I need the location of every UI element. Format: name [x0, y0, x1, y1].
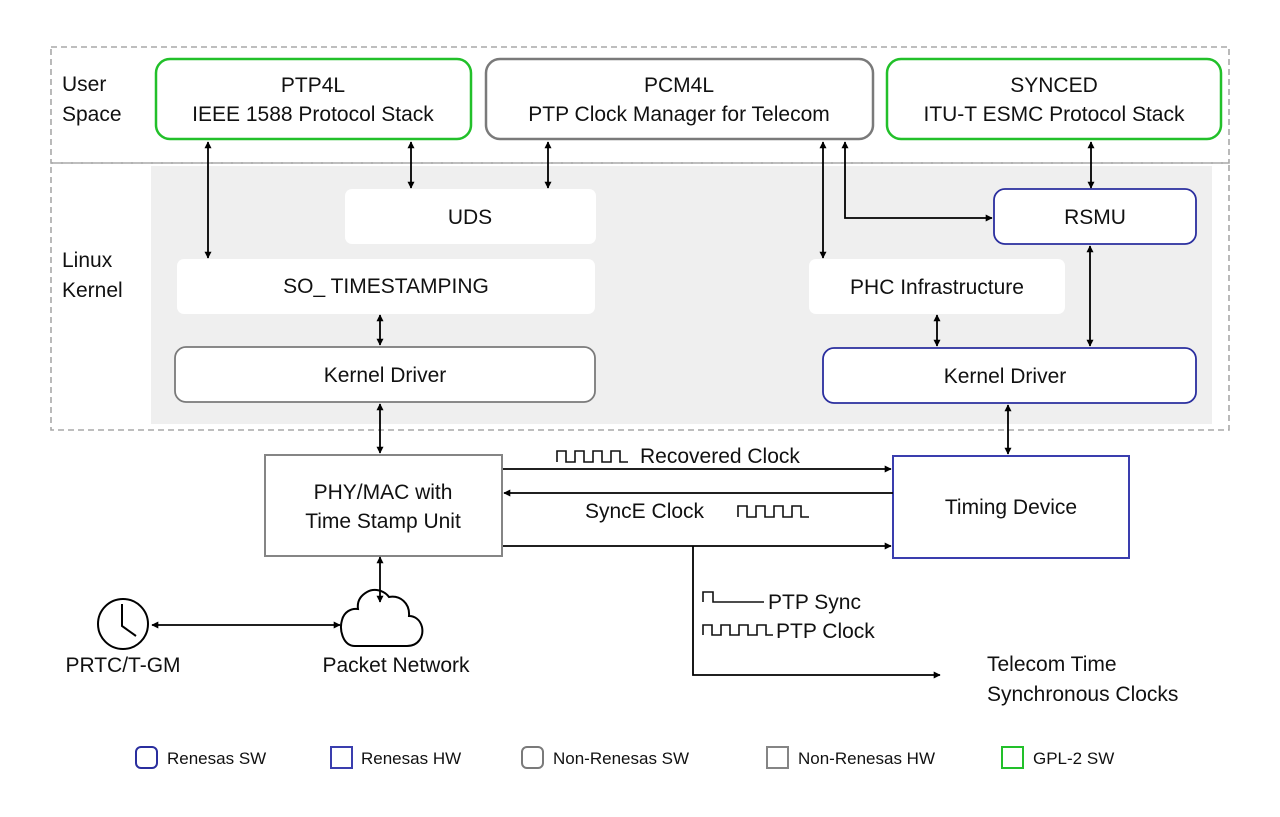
so-timestamping-label: SO_ TIMESTAMPING	[283, 275, 489, 298]
ptp-sync-label: PTP Sync	[768, 591, 861, 614]
phc-infrastructure-block[interactable]: PHC Infrastructure	[809, 259, 1065, 314]
kernel-driver-left-box	[174, 346, 596, 403]
uds-block[interactable]: UDS	[345, 189, 596, 244]
ptp-sync-waveform-icon	[702, 591, 764, 603]
kernel-driver-right-block[interactable]: Kernel Driver	[822, 347, 1197, 404]
timing-device-box	[892, 455, 1130, 559]
connectors	[151, 141, 1095, 679]
kernel-driver-left-label: Kernel Driver	[324, 364, 447, 387]
legend-item-gpl2-sw: GPL-2 SW	[1001, 746, 1114, 769]
legend-label-non-renesas-sw: Non-Renesas SW	[553, 749, 689, 768]
synced-block[interactable]: SYNCED ITU-T ESMC Protocol Stack	[885, 57, 1223, 141]
rsmu-label: RSMU	[1064, 206, 1126, 229]
phy-mac-label-1: PHY/MAC with	[314, 481, 453, 504]
linux-kernel-label-2: Kernel	[62, 279, 123, 302]
recovered-clock-waveform-icon	[556, 450, 628, 463]
synce-clock-label: SyncE Clock	[585, 500, 705, 523]
legend-label-renesas-hw: Renesas HW	[361, 749, 461, 768]
recovered-clock-signal: Recovered Clock	[556, 445, 800, 468]
rsmu-box	[993, 188, 1197, 245]
kernel-driver-right-box	[822, 347, 1197, 404]
synced-title: SYNCED	[1010, 74, 1098, 97]
user-space-label-2: Space	[62, 103, 122, 126]
ptp4l-subtitle: IEEE 1588 Protocol Stack	[192, 103, 434, 126]
ptp4l-block[interactable]: PTP4L IEEE 1588 Protocol Stack	[154, 57, 473, 141]
pcm4l-box	[484, 57, 875, 141]
telecom-clocks-label: Telecom Time Synchronous Clocks	[987, 653, 1178, 706]
timing-device-block[interactable]: Timing Device	[892, 455, 1130, 559]
synced-subtitle: ITU-T ESMC Protocol Stack	[923, 103, 1185, 126]
linux-kernel-frame	[50, 162, 1230, 431]
legend-item-non-renesas-hw: Non-Renesas HW	[766, 746, 935, 769]
phy-mac-label-2: Time Stamp Unit	[305, 510, 461, 533]
uds-box	[345, 189, 596, 244]
so-timestamping-block[interactable]: SO_ TIMESTAMPING	[177, 259, 595, 314]
telecom-clocks-label-1: Telecom Time	[987, 653, 1117, 676]
user-space-label-1: User	[62, 73, 106, 96]
user-space-frame	[50, 46, 1230, 164]
ptp4l-title: PTP4L	[281, 74, 345, 97]
so-timestamping-box	[177, 259, 595, 314]
legend-item-renesas-hw: Renesas HW	[330, 746, 461, 769]
pcm4l-subtitle: PTP Clock Manager for Telecom	[528, 103, 830, 126]
rsmu-block[interactable]: RSMU	[993, 188, 1197, 245]
phc-infrastructure-label: PHC Infrastructure	[850, 276, 1024, 299]
phy-mac-box	[264, 454, 503, 557]
ptp4l-box	[154, 57, 473, 141]
pcm4l-title: PCM4L	[644, 74, 714, 97]
legend-label-gpl2-sw: GPL-2 SW	[1033, 749, 1114, 768]
clock-icon	[97, 598, 149, 650]
legend-swatch-renesas-hw	[330, 746, 353, 769]
ptp-clock-label: PTP Clock	[776, 620, 875, 643]
telecom-clocks-label-2: Synchronous Clocks	[987, 683, 1178, 706]
uds-label: UDS	[448, 206, 492, 229]
prtc-label: PRTC/T-GM	[65, 654, 180, 677]
legend-item-renesas-sw: Renesas SW	[135, 746, 266, 769]
legend-swatch-gpl2-sw	[1001, 746, 1024, 769]
legend-item-non-renesas-sw: Non-Renesas SW	[521, 746, 689, 769]
pcm4l-rsmu-arrow	[841, 141, 993, 222]
legend-label-non-renesas-hw: Non-Renesas HW	[798, 749, 935, 768]
kernel-driver-right-label: Kernel Driver	[944, 365, 1067, 388]
synced-box	[885, 57, 1223, 141]
kernel-driver-left-block[interactable]: Kernel Driver	[174, 346, 596, 403]
synce-clock-waveform-icon	[737, 505, 809, 518]
ptp-clock-signal: PTP Clock	[702, 620, 875, 643]
legend-swatch-non-renesas-sw	[521, 746, 544, 769]
synce-clock-signal: SyncE Clock	[585, 500, 809, 523]
timing-device-label: Timing Device	[945, 496, 1077, 519]
telecom-clocks-arrow	[692, 546, 941, 679]
linux-kernel-label-1: Linux	[62, 249, 113, 272]
legend-swatch-renesas-sw	[135, 746, 158, 769]
ptp-clock-waveform-icon	[702, 624, 773, 636]
pcm4l-block[interactable]: PCM4L PTP Clock Manager for Telecom	[484, 57, 875, 141]
cloud-icon	[340, 588, 424, 647]
prtc-grandmaster[interactable]: PRTC/T-GM	[65, 598, 181, 677]
ptp-sync-signal: PTP Sync	[702, 591, 861, 614]
packet-network[interactable]: Packet Network	[322, 588, 470, 677]
phc-infrastructure-box	[809, 259, 1065, 314]
legend: Renesas SW Renesas HW Non-Renesas SW Non…	[135, 746, 1114, 769]
recovered-clock-label: Recovered Clock	[640, 445, 800, 468]
packet-network-label: Packet Network	[322, 654, 470, 677]
user-space-layer: User Space	[50, 46, 1230, 164]
legend-label-renesas-sw: Renesas SW	[167, 749, 266, 768]
phy-mac-block[interactable]: PHY/MAC with Time Stamp Unit	[264, 454, 503, 557]
legend-swatch-non-renesas-hw	[766, 746, 789, 769]
